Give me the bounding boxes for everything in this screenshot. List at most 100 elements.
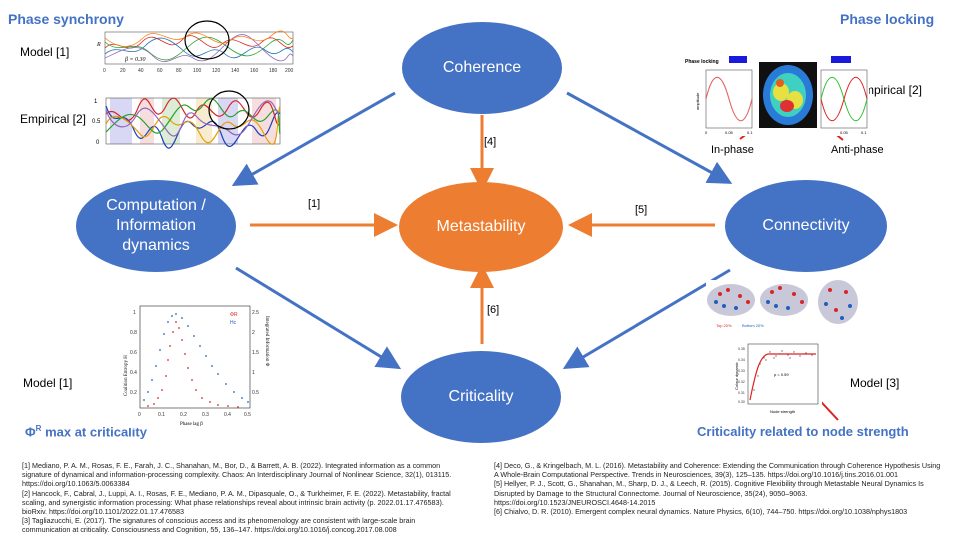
ns-y-tick: 0.34	[738, 358, 745, 362]
edge-ref-1: [1]	[308, 198, 321, 210]
phase-synchrony-title: Phase synchrony	[8, 11, 124, 27]
brain-legend-bottom: Bottom 20%	[742, 323, 764, 328]
synchrony-model-plot: R β = 0.30 0 20 40 60 80 100 120 140 160…	[97, 28, 297, 76]
phi-legend-item: Hc	[230, 320, 237, 326]
criticality-node: Criticality	[401, 351, 561, 443]
phi-y-left-tick: 1	[133, 310, 136, 316]
phi-x-tick: 0.2	[180, 412, 187, 418]
phi-y-left-tick: 0.8	[130, 330, 137, 336]
edge-ref-4: [4]	[484, 136, 497, 148]
synchrony-empirical-plot: 1 0.5 0	[92, 94, 284, 152]
phi-y-left-tick: 0.6	[130, 350, 137, 356]
phi-x-ticks: 0 0.1 0.2 0.3 0.4 0.5	[138, 412, 251, 418]
ns-y-tick: 0.31	[738, 391, 745, 395]
beta-annotation: β = 0.30	[124, 57, 146, 63]
synchrony-model-highlight-circle	[184, 20, 230, 60]
x-tick: 120	[212, 68, 221, 74]
node-strength-rho: ρ = 0.59	[774, 372, 789, 377]
phi-x-tick: 0.4	[224, 412, 231, 418]
in-phase-bar-indicator	[729, 56, 747, 63]
phi-y-right-ticks: 2.5 2 1.5 1 0.5	[252, 310, 259, 396]
phi-y-left-tick: 0.2	[130, 390, 137, 396]
ns-y-tick: 0.35	[738, 347, 745, 351]
reference-item: [6] Chialvo, D. R. (2010). Emergent comp…	[494, 507, 908, 517]
brain-dorsal	[818, 280, 858, 324]
x-tick: 140	[231, 68, 240, 74]
connectivity-node: Connectivity	[725, 180, 887, 272]
ns-y-tick: 0.33	[738, 369, 745, 373]
references-right: [4] Deco, G., & Kringelbach, M. L. (2016…	[494, 461, 942, 516]
phase-locking-title: Phase locking	[840, 11, 935, 27]
time-tick: 0.1	[747, 130, 753, 135]
arrow-connectivity-to-criticality	[562, 268, 731, 370]
x-tick: 20	[120, 68, 126, 74]
empirical-2-right-label: Empirical [2]	[856, 83, 923, 97]
empirical-y-tick: 0	[96, 140, 100, 146]
phi-x-tick: 0.1	[158, 412, 165, 418]
phi-y-left-label: Coalition Entropy H	[124, 355, 129, 396]
metastability-node: Metastability	[399, 182, 563, 272]
synchrony-y-label: R	[97, 42, 101, 48]
reference-item: [5] Hellyer, P. J., Scott, G., Shanahan,…	[494, 479, 924, 507]
x-tick: 160	[250, 68, 259, 74]
model-3-label: Model [3]	[850, 376, 900, 390]
arrow-computation-to-criticality	[235, 266, 402, 370]
brain-connectivity-images: Top 20% Bottom 20%	[706, 280, 862, 330]
phi-y-left-tick: 0.4	[130, 370, 137, 376]
phi-y-right-label: Integrated Information Φ	[264, 316, 269, 367]
time-tick: 0	[705, 130, 708, 135]
node-strength-y-ticks: 0.35 0.34 0.33 0.32 0.31 0.30	[738, 347, 745, 404]
node-strength-title: Criticality related to node strength	[697, 424, 909, 439]
x-tick: 0	[103, 68, 106, 74]
x-tick: 100	[193, 68, 202, 74]
reference-item: [3] Tagliazucchi, E. (2017). The signatu…	[22, 516, 416, 535]
computation-node: Computation / Information dynamics	[76, 180, 236, 272]
phi-y-right-tick: 2.5	[252, 310, 259, 316]
edge-ref-6: [6]	[487, 304, 500, 316]
phi-y-right-tick: 2	[252, 330, 255, 336]
empirical-y-tick: 0.5	[92, 119, 101, 125]
phi-y-right-tick: 1	[252, 370, 255, 376]
reference-item: [4] Deco, G., & Kringelbach, M. L. (2016…	[494, 461, 941, 480]
brain-legend-top: Top 20%	[716, 323, 732, 328]
coherence-node: Coherence	[402, 22, 562, 114]
phi-y-left-ticks: 1 0.8 0.6 0.4 0.2	[130, 310, 137, 396]
phi-y-right-tick: 0.5	[252, 390, 259, 396]
anti-phase-label: Anti-phase	[831, 144, 884, 156]
x-tick: 40	[138, 68, 144, 74]
x-tick: 60	[157, 68, 163, 74]
phi-x-label: Phase lag β	[180, 422, 203, 427]
phi-legend-item: ΦR	[230, 312, 238, 318]
arrow-coherence-to-connectivity	[566, 91, 733, 184]
synchrony-empirical-highlight-circle	[208, 90, 250, 130]
phi-y-right-tick: 1.5	[252, 350, 259, 356]
model-1-bottom-label: Model [1]	[23, 376, 73, 390]
model-1-top-label: Model [1]	[20, 45, 70, 59]
phi-red-points	[147, 321, 239, 408]
x-tick: 80	[176, 68, 182, 74]
node-strength-plot: Colour dynamic Node strength ρ = 0.59 0.…	[730, 340, 822, 416]
in-phase-axis-label: amplitude	[695, 92, 700, 110]
x-tick: 180	[269, 68, 278, 74]
time-tick-right: 0.1	[861, 130, 867, 135]
ns-y-tick: 0.30	[738, 400, 745, 404]
phase-locking-panel-title: Phase locking	[685, 59, 719, 65]
phi-x-tick: 0.5	[244, 412, 251, 418]
phi-criticality-text: max at criticality	[41, 424, 147, 440]
reference-item: [1] Mediano, P. A. M., Rosas, F. E., Far…	[22, 461, 452, 489]
phi-x-tick: 0.3	[202, 412, 209, 418]
anti-phase-bar-indicator	[831, 56, 851, 63]
phi-legend: ΦR Hc	[230, 312, 238, 326]
brain-lateral-left	[707, 284, 755, 316]
x-tick: 200	[285, 68, 294, 74]
empirical-y-tick: 1	[94, 99, 98, 105]
ns-y-tick: 0.32	[738, 380, 745, 384]
node-strength-y-label: Colour dynamic	[734, 362, 739, 390]
phi-criticality-plot: Coalition Entropy H Integrated Informati…	[118, 302, 270, 428]
in-phase-label: In-phase	[711, 144, 754, 156]
brain-lateral-right	[760, 284, 808, 316]
phi-superscript: R	[35, 424, 42, 433]
phi-blue-points	[143, 313, 249, 403]
node-strength-x-label: Node strength	[770, 409, 795, 414]
synchrony-x-ticks: 0 20 40 60 80 100 120 140 160 180 200	[103, 68, 294, 74]
